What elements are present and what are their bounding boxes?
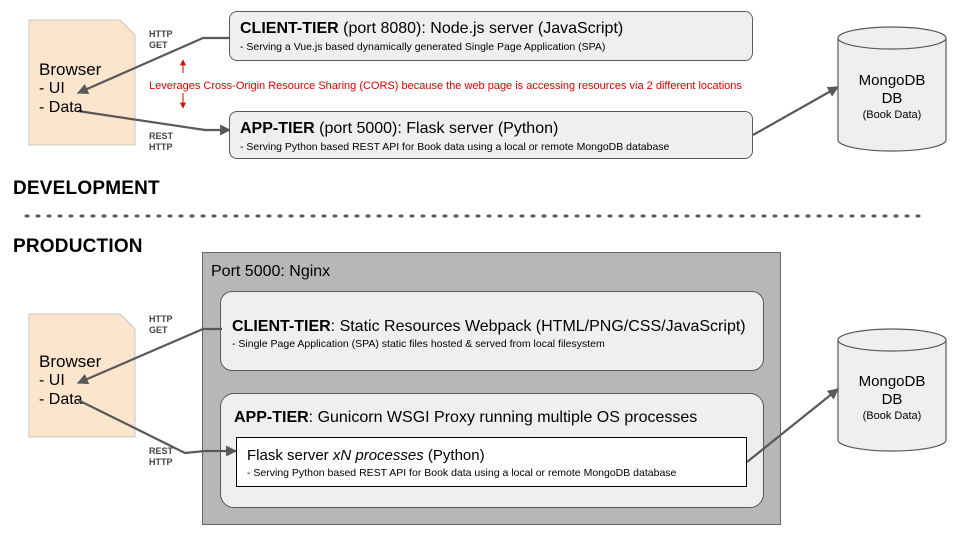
dev-rest-http-label: REST HTTP — [149, 131, 173, 153]
browser-data-item: - Data — [39, 99, 83, 116]
cors-note: Leverages Cross-Origin Resource Sharing … — [149, 80, 742, 92]
prod-app-tier-title: APP-TIER: Gunicorn WSGI Proxy running mu… — [234, 409, 697, 427]
flask-title: Flask server xN processes (Python) — [247, 447, 485, 464]
method-line: GET — [149, 40, 168, 50]
dev-client-tier-box: CLIENT-TIER (port 8080): Node.js server … — [229, 11, 753, 61]
protocol-line: REST — [149, 446, 174, 456]
dev-app-tier-box: APP-TIER (port 5000): Flask server (Pyth… — [229, 111, 753, 159]
tier-detail: (port 8080): Node.js server (JavaScript) — [338, 20, 624, 37]
db-name: MongoDB — [858, 373, 926, 390]
browser-title: Browser — [39, 352, 102, 371]
protocol-line: HTTP — [149, 29, 173, 39]
method-line: HTTP — [149, 142, 173, 152]
tier-detail: : Static Resources Webpack (HTML/PNG/CSS… — [330, 318, 746, 335]
dev-browser-label: Browser - UI - Data — [39, 60, 101, 117]
tier-name: CLIENT-TIER — [232, 318, 331, 335]
dev-db-shape — [837, 26, 947, 152]
dev-rest-arrow — [77, 109, 232, 136]
dev-http-get-label: HTTP GET — [149, 29, 173, 51]
prod-db-shape — [837, 328, 947, 452]
browser-title: Browser — [39, 60, 102, 79]
browser-ui-item: - UI — [39, 80, 65, 97]
method-line: HTTP — [149, 457, 173, 467]
tier-detail: : Gunicorn WSGI Proxy running multiple O… — [308, 409, 698, 426]
dev-db-label: MongoDB DB (Book Data) — [842, 72, 942, 122]
prod-client-tier-box: CLIENT-TIER: Static Resources Webpack (H… — [220, 291, 764, 371]
dev-db-arrow — [752, 86, 839, 136]
browser-ui-item: - UI — [39, 372, 65, 389]
tier-name: APP-TIER — [240, 120, 315, 137]
protocol-line: REST — [149, 131, 174, 141]
nginx-title: Port 5000: Nginx — [211, 263, 331, 280]
protocol-line: HTTP — [149, 314, 173, 324]
prod-client-tier-desc: - Single Page Application (SPA) static f… — [232, 338, 605, 350]
dev-app-tier-title: APP-TIER (port 5000): Flask server (Pyth… — [240, 120, 558, 138]
tier-name: APP-TIER — [234, 409, 309, 426]
flask-name: Flask server — [247, 447, 333, 464]
dev-app-tier-desc: - Serving Python based REST API for Book… — [240, 141, 670, 153]
tier-name: CLIENT-TIER — [240, 20, 339, 37]
production-heading: PRODUCTION — [13, 236, 143, 257]
prod-client-tier-title: CLIENT-TIER: Static Resources Webpack (H… — [232, 318, 746, 336]
db-content: (Book Data) — [862, 410, 922, 422]
db-type: DB — [881, 90, 903, 107]
dev-get-arrow — [76, 36, 230, 95]
browser-data-item: - Data — [39, 391, 83, 408]
development-heading: DEVELOPMENT — [13, 178, 160, 199]
dev-client-tier-title: CLIENT-TIER (port 8080): Node.js server … — [240, 20, 623, 38]
db-name: MongoDB — [858, 72, 926, 89]
db-type: DB — [881, 391, 903, 408]
dev-client-tier-desc: - Serving a Vue.js based dynamically gen… — [240, 41, 606, 53]
method-line: GET — [149, 325, 168, 335]
prod-http-get-label: HTTP GET — [149, 314, 173, 336]
flask-language: (Python) — [423, 447, 485, 464]
prod-db-label: MongoDB DB (Book Data) — [842, 373, 942, 423]
dev-browser-shape — [28, 19, 136, 146]
prod-browser-label: Browser - UI - Data — [39, 352, 101, 409]
tier-detail: (port 5000): Flask server (Python) — [314, 120, 559, 137]
db-content: (Book Data) — [862, 109, 922, 121]
flask-processes-box: Flask server xN processes (Python) - Ser… — [236, 437, 747, 487]
flask-desc: - Serving Python based REST API for Book… — [247, 467, 677, 479]
prod-rest-http-label: REST HTTP — [149, 446, 173, 468]
flask-process-count: xN processes — [332, 447, 424, 464]
